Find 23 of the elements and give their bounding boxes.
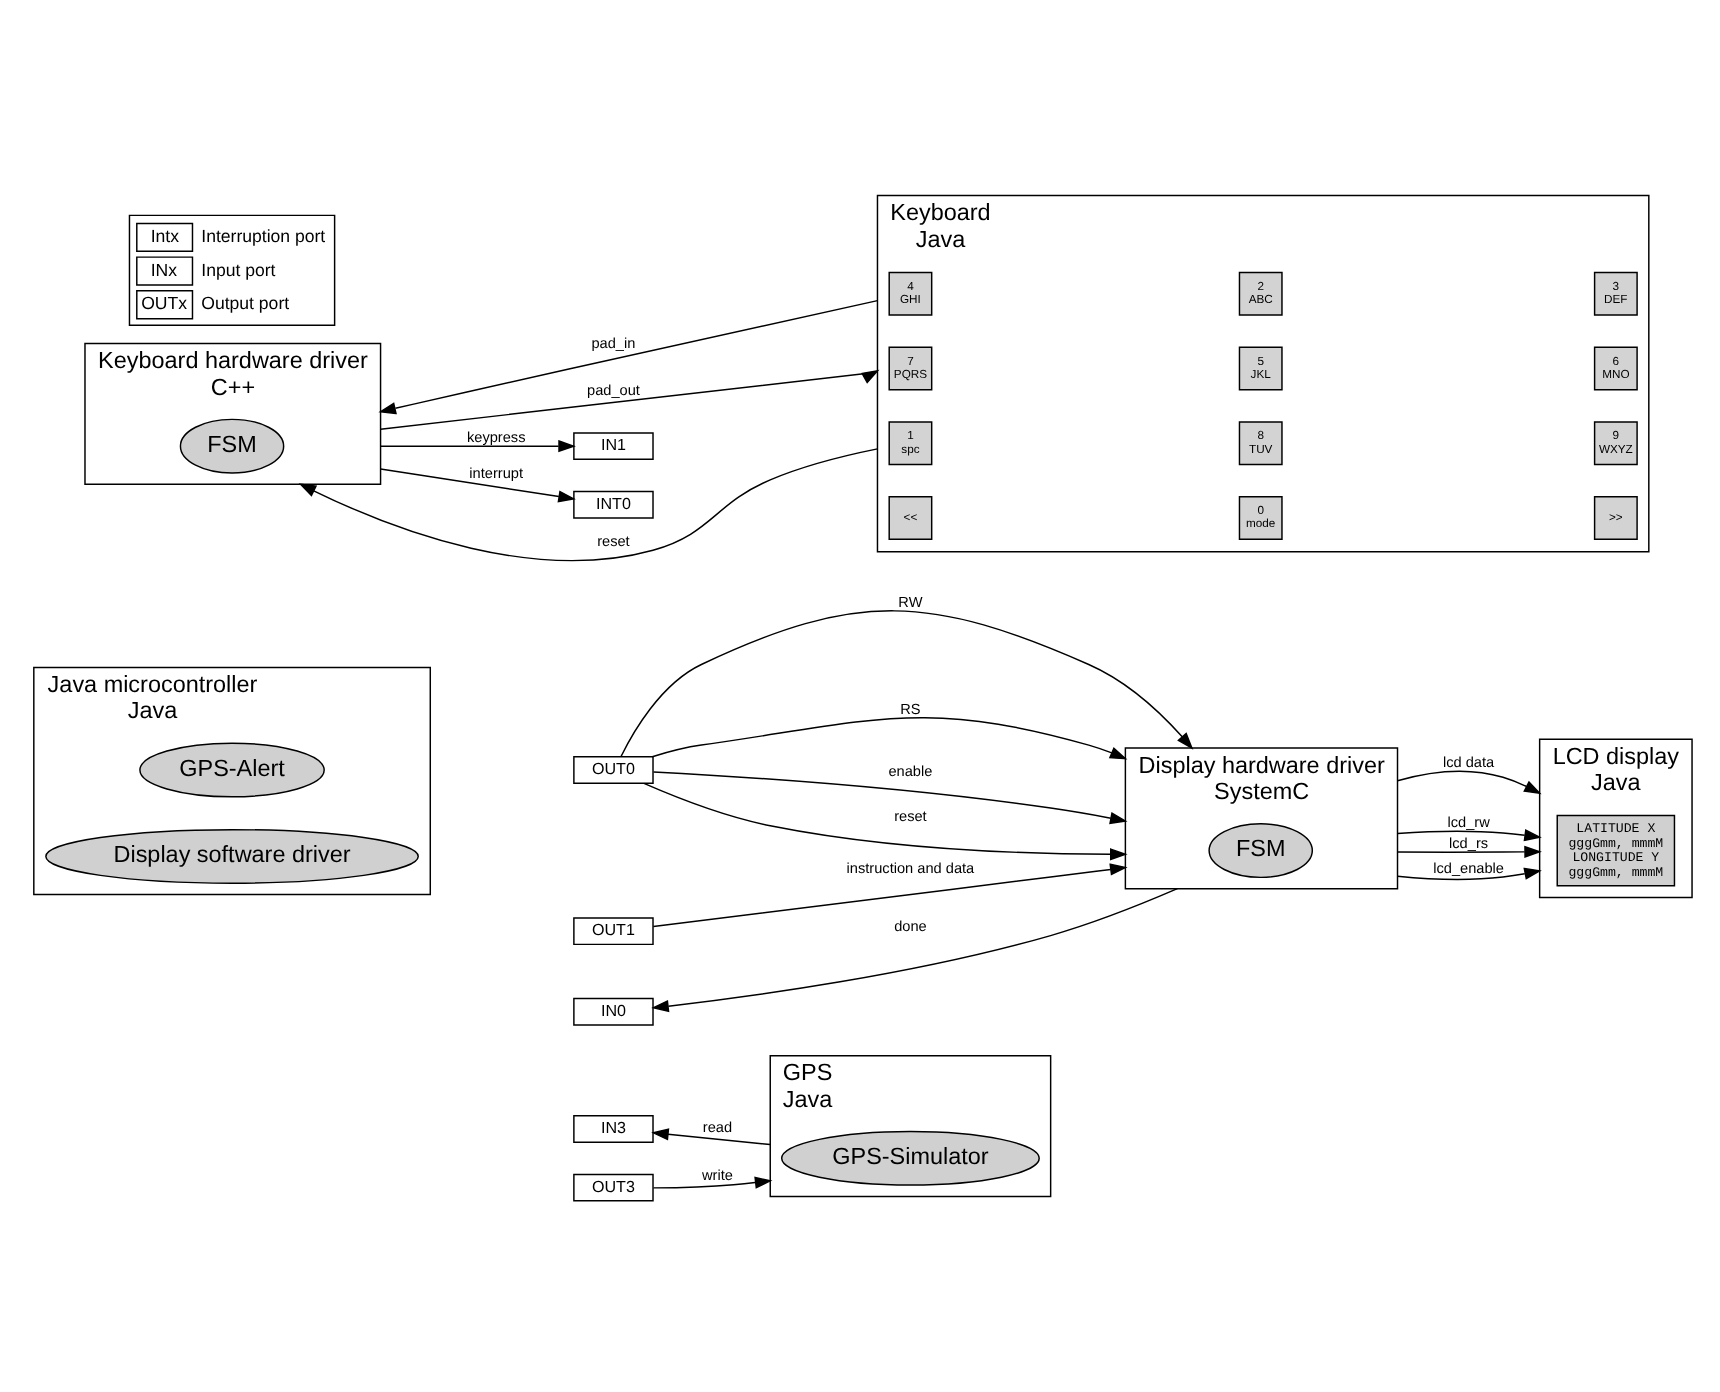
edge-label: interrupt	[469, 464, 524, 483]
edge-label: reset	[894, 807, 927, 826]
legend-label: Input port	[201, 259, 276, 280]
edge-label: pad_in	[591, 333, 636, 352]
edge-label: enable	[888, 761, 933, 780]
legend-label: Interruption port	[201, 225, 326, 246]
edge-label: write	[702, 1166, 733, 1185]
label: INx	[150, 259, 178, 280]
edge-label: done	[894, 917, 927, 936]
edge-label: instruction and data	[846, 858, 975, 877]
edge-label: lcd data	[1442, 753, 1495, 772]
edge-label: RW	[898, 593, 923, 612]
label: OUTx	[141, 293, 188, 314]
edge-label: lcd_rs	[1449, 833, 1489, 852]
edge-label: lcd_enable	[1433, 858, 1504, 877]
edge-label: reset	[597, 531, 630, 550]
edge-label: read	[702, 1117, 733, 1136]
edge-label: pad_out	[587, 380, 640, 399]
legend-label: Output port	[201, 293, 290, 314]
edge-label: lcd_rw	[1447, 813, 1490, 832]
label: Intx	[150, 225, 180, 246]
edge-label: keypress	[466, 427, 526, 446]
edge-label: RS	[900, 700, 921, 719]
